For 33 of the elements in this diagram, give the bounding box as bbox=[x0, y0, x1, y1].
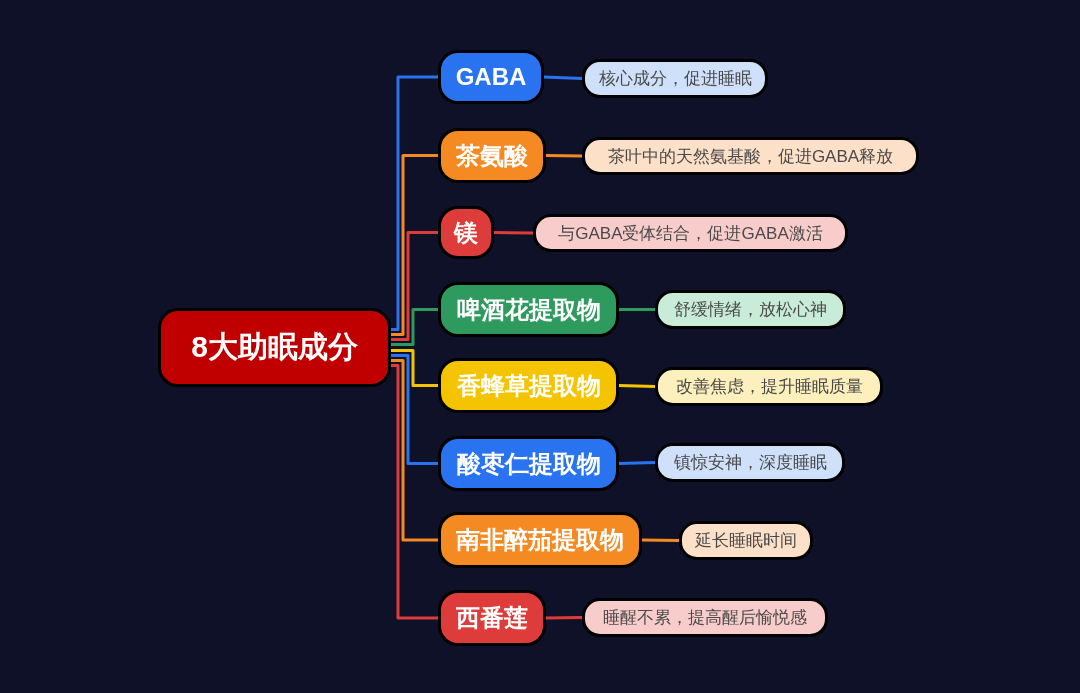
connector-line bbox=[391, 349, 438, 387]
connector-line bbox=[493, 231, 534, 235]
main-topic-box: 8大助眠成分 bbox=[158, 308, 391, 387]
connector-line bbox=[391, 354, 438, 465]
note-bubble: 茶叶中的天然氨基酸，促进GABA释放 bbox=[582, 137, 919, 175]
note-bubble: 改善焦虑，提升睡眠质量 bbox=[655, 367, 883, 406]
topic-box: GABA bbox=[438, 50, 544, 104]
connector-line bbox=[391, 364, 438, 620]
connector-line bbox=[545, 616, 583, 620]
note-bubble: 与GABA受体结合，促进GABA激活 bbox=[533, 214, 848, 252]
note-bubble: 睡醒不累，提高醒后愉悦感 bbox=[582, 598, 828, 637]
topic-box: 西番莲 bbox=[438, 590, 546, 646]
topic-box: 香蜂草提取物 bbox=[438, 358, 619, 413]
topic-box: 镁 bbox=[438, 206, 494, 259]
note-bubble: 舒缓情绪，放松心神 bbox=[655, 290, 846, 329]
connector-line bbox=[619, 308, 655, 311]
connector-line bbox=[543, 75, 583, 80]
note-bubble: 延长睡眠时间 bbox=[679, 521, 813, 560]
connector-line bbox=[641, 538, 680, 542]
connector-line bbox=[545, 154, 583, 158]
connector-line bbox=[391, 75, 438, 331]
note-bubble: 核心成分，促进睡眠 bbox=[582, 59, 768, 98]
connector-line bbox=[391, 154, 438, 336]
connector-line bbox=[391, 231, 438, 341]
topic-box: 酸枣仁提取物 bbox=[438, 436, 619, 491]
connector-line bbox=[391, 308, 438, 346]
topic-box: 南非醉茄提取物 bbox=[438, 512, 642, 568]
connector-line bbox=[618, 384, 656, 388]
connector-line bbox=[618, 461, 656, 465]
topic-box: 啤酒花提取物 bbox=[438, 282, 619, 337]
note-bubble: 镇惊安神，深度睡眠 bbox=[655, 443, 845, 482]
topic-box: 茶氨酸 bbox=[438, 128, 546, 183]
connector-line bbox=[391, 359, 438, 542]
